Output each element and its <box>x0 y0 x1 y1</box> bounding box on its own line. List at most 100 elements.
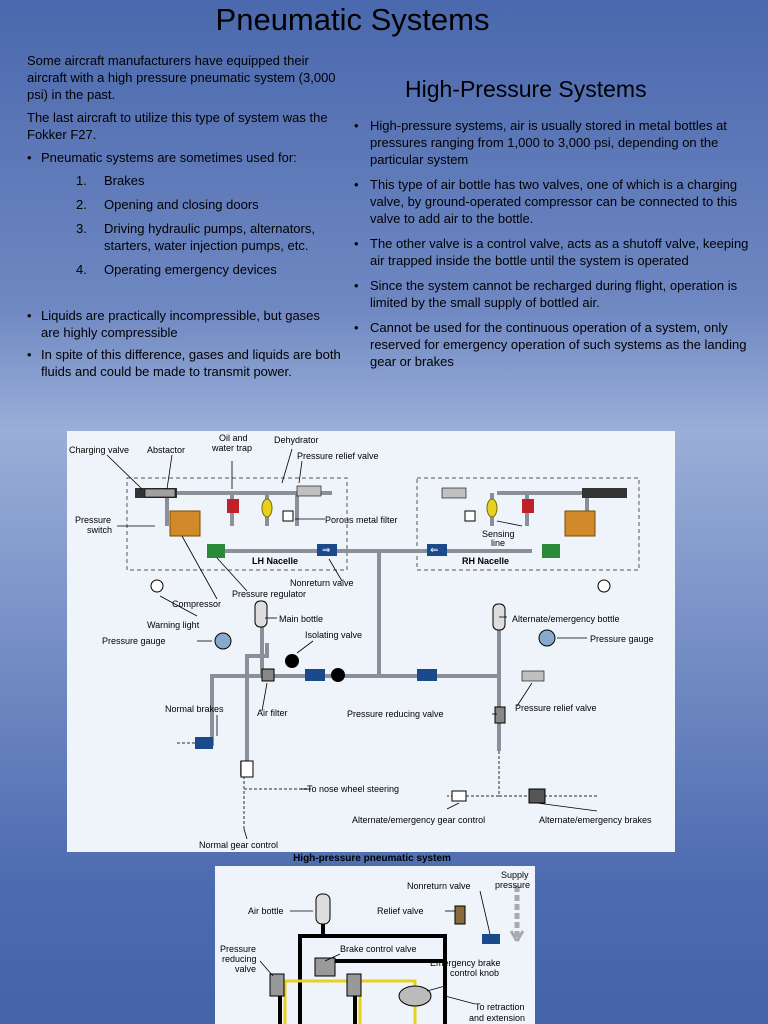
main-bottle <box>254 600 268 628</box>
label-pressure-regulator: Pressure regulator <box>232 589 306 599</box>
label-sensing-line-1: Sensing <box>482 529 515 539</box>
diagram2-svg: Supply pressure Nonreturn valve Air bott… <box>220 870 530 1024</box>
use-item-1: 1. Brakes <box>76 172 342 189</box>
label-alt-gear-control: Alternate/emergency gear control <box>352 815 485 825</box>
use-number: 2. <box>76 197 87 212</box>
emergency-knob-shape <box>398 985 432 1007</box>
porous-filter-left <box>282 510 294 522</box>
use-item-3: 3.Driving hydraulic pumps, alternators, … <box>76 220 342 254</box>
label-pressure-reducing-3: valve <box>235 964 256 974</box>
label-lh-nacelle: LH Nacelle <box>252 556 298 566</box>
reducing-valve-left <box>269 973 285 997</box>
label-pressure-reducing-valve: Pressure reducing valve <box>347 709 444 719</box>
uses-list: Pneumatic systems are sometimes used for… <box>27 149 342 278</box>
reducing-valve-right <box>346 973 362 997</box>
label-emergency-brake-1: Emergency brake <box>430 958 501 968</box>
diagram1-svg: ⇒ ⇐ <box>69 433 654 850</box>
label-normal-brakes: Normal brakes <box>165 704 224 714</box>
use-text: Opening and closing doors <box>104 197 259 212</box>
hp-bullet-2: This type of air bottle has two valves, … <box>354 176 762 227</box>
label-abstactor: Abstactor <box>147 445 185 455</box>
relief-valve-rh <box>441 487 467 499</box>
rh-nacelle-box <box>416 477 640 571</box>
brake-control-valve-shape <box>314 957 336 977</box>
dehydrator-left <box>261 498 273 518</box>
nonreturn-center <box>305 669 325 681</box>
oil-water-trap-right <box>522 499 534 513</box>
relief-valve-shape <box>454 905 466 925</box>
hp-bullet-4: Since the system cannot be recharged dur… <box>354 277 762 311</box>
label-nonreturn-valve: Nonreturn valve <box>407 881 471 891</box>
compressor-left <box>169 510 201 537</box>
emergency-gear-valve <box>451 790 467 802</box>
pressure-gauge-left <box>214 632 232 650</box>
diagram1-caption-text: High-pressure pneumatic system <box>293 853 451 864</box>
oil-water-trap-left <box>227 499 239 513</box>
label-emergency-brake-2: control knob <box>450 968 499 978</box>
use-text: Operating emergency devices <box>104 262 277 277</box>
normal-gear-control-valve <box>240 760 254 778</box>
air-bottle-shape <box>315 893 331 925</box>
nonreturn-center-2 <box>417 669 437 681</box>
label-to-nose-wheel-steering: To nose wheel steering <box>307 784 399 794</box>
svg-text:⇐: ⇐ <box>430 545 438 556</box>
label-sensing-line-2: line <box>491 538 505 548</box>
uses-heading: Pneumatic systems are sometimes used for… <box>27 149 342 278</box>
label-oil-water-trap-2: water trap <box>211 443 252 453</box>
lh-nacelle-box <box>126 477 348 571</box>
warning-light-right <box>597 579 611 593</box>
brake-system-diagram: Supply pressure Nonreturn valve Air bott… <box>215 866 535 1024</box>
isolating-valve-right <box>331 668 345 682</box>
label-compressor: Compressor <box>172 599 221 609</box>
label-to-retraction-2: and extension <box>469 1013 525 1023</box>
nonreturn-valve-shape <box>482 934 500 944</box>
left-text-column: Some aircraft manufacturers have equippe… <box>27 52 342 385</box>
label-isolating-valve: Isolating valve <box>305 630 362 640</box>
emergency-brake-valve <box>528 788 546 804</box>
nonreturn-valve-left <box>317 544 337 556</box>
high-pressure-pneumatic-diagram: ⇒ ⇐ <box>67 431 675 852</box>
charging-valve-right <box>582 488 627 498</box>
label-pressure-reducing-1: Pressure <box>220 944 256 954</box>
use-text: Brakes <box>104 173 145 188</box>
label-to-retraction-1: To retraction <box>475 1002 525 1012</box>
fluids-bullet-2: In spite of this difference, gases and l… <box>27 346 342 380</box>
label-main-bottle: Main bottle <box>279 614 323 624</box>
label-supply-pressure-1: Supply <box>501 870 529 880</box>
fluids-list: Liquids are practically incompressible, … <box>27 307 342 380</box>
pressure-regulator-right <box>542 544 560 558</box>
label-air-filter: Air filter <box>257 708 288 718</box>
label-brake-control-valve: Brake control valve <box>340 944 417 954</box>
label-charging-valve: Charging valve <box>69 445 129 455</box>
relief-valve-left <box>296 485 322 497</box>
dehydrator-right <box>486 498 498 518</box>
label-supply-pressure-2: pressure <box>495 880 530 890</box>
pressure-reducing-valve <box>494 706 506 724</box>
section-heading: High-Pressure Systems <box>405 76 647 102</box>
label-pressure-switch-1: Pressure <box>75 515 111 525</box>
uses-numbered-list: 1. Brakes 2. Opening and closing doors 3.D… <box>41 172 342 278</box>
label-pressure-relief-valve-top: Pressure relief valve <box>297 451 379 461</box>
label-nonreturn-valve: Nonreturn valve <box>290 578 354 588</box>
label-alt-brakes: Alternate/emergency brakes <box>539 815 652 825</box>
use-number: 4. <box>76 262 87 277</box>
svg-text:⇒: ⇒ <box>322 545 330 556</box>
label-alternate-bottle: Alternate/emergency bottle <box>512 614 620 624</box>
label-pressure-relief-valve-right: Pressure relief valve <box>515 703 597 713</box>
label-pressure-gauge-left: Pressure gauge <box>102 636 166 646</box>
hp-bullet-5: Cannot be used for the continuous operat… <box>354 319 762 370</box>
diagram1-caption: High-pressure pneumatic system <box>0 853 768 864</box>
label-warning-light: Warning light <box>147 620 200 630</box>
abstactor-shape <box>144 488 176 498</box>
label-oil-water-trap-1: Oil and <box>219 433 248 443</box>
label-rh-nacelle: RH Nacelle <box>462 556 509 566</box>
label-dehydrator: Dehydrator <box>274 435 319 445</box>
use-number: 1. <box>76 173 87 188</box>
normal-brake-valve <box>195 737 213 749</box>
hp-bullet-1: High-pressure systems, air is usually st… <box>354 117 762 168</box>
intro-paragraph-1: Some aircraft manufacturers have equippe… <box>27 53 336 102</box>
compressor-right <box>564 510 596 537</box>
label-porous-metal-filter: Porous metal filter <box>325 515 398 525</box>
fluids-bullet-1: Liquids are practically incompressible, … <box>27 307 342 341</box>
relief-valve-center <box>521 670 545 682</box>
